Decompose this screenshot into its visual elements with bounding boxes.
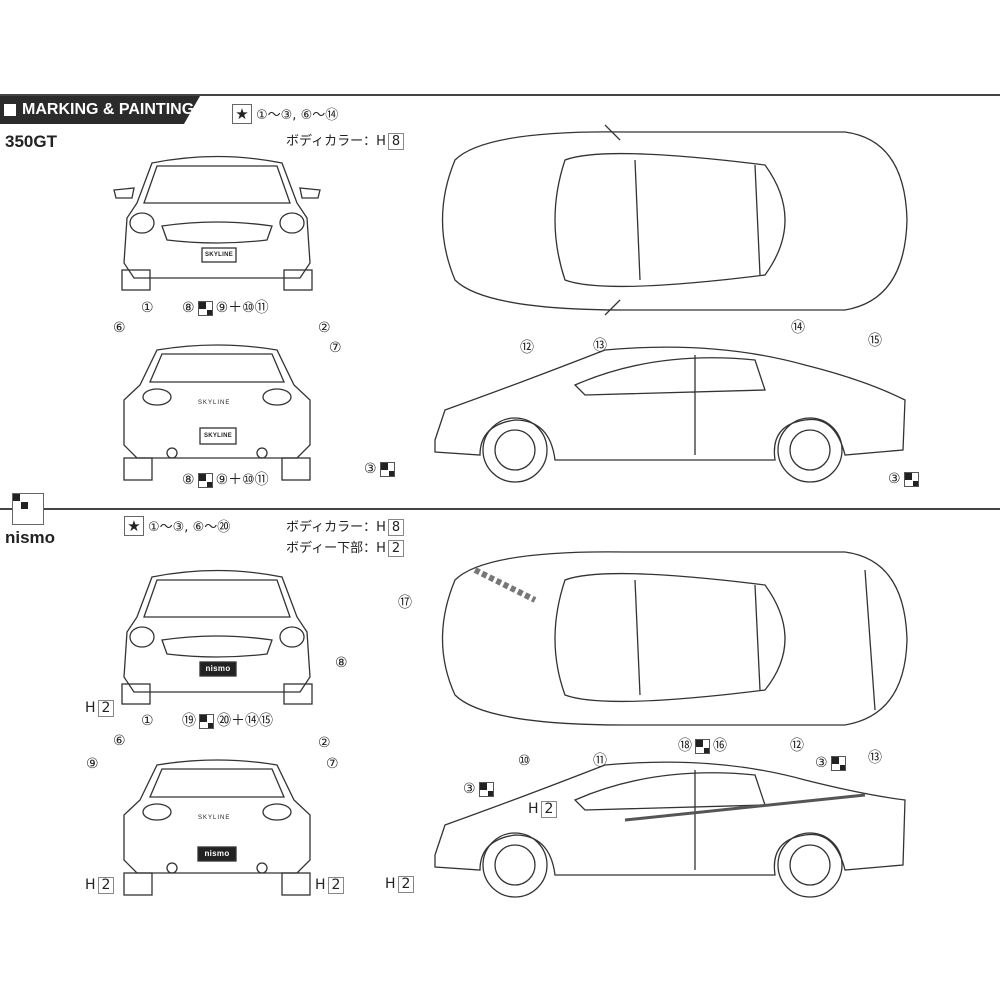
square-icon [4, 104, 16, 116]
callout-side-3a: ③ [463, 781, 497, 797]
callout-3: ③ [463, 781, 476, 797]
section-divider [0, 508, 1000, 510]
rear-trunk-badge: SKYLINE [198, 815, 231, 821]
nismo-decal-icon [478, 781, 494, 797]
callout-18: ⑱ [678, 738, 692, 754]
callout-20-14-15: ⑳＋⑭⑮ [217, 713, 273, 729]
nismo-decal-icon [379, 461, 395, 477]
callout-front-decals: ⑧ ⑨＋⑩⑪ [182, 300, 269, 316]
paint-code: 8 [387, 519, 405, 536]
paint-h: H [528, 801, 539, 817]
paint-h: H [385, 876, 396, 892]
decal-range: ①～③, ⑥～⑳ [148, 520, 231, 535]
callout-7: ⑦ [329, 340, 342, 356]
front-view-drawing [121, 569, 313, 705]
rear-trunk-badge: SKYLINE [198, 400, 231, 406]
callout-side-3a: ③ [364, 461, 398, 477]
callout-1: ① [141, 713, 154, 729]
callout-3: ③ [888, 471, 901, 487]
paint-code: 2 [97, 700, 115, 717]
callout-3: ③ [364, 461, 377, 477]
paint-h: H [85, 877, 96, 893]
callout-9: ⑨ [86, 756, 99, 772]
variant-name-350gt: 350GT [5, 132, 57, 151]
decal-list: ★ ①～③, ⑥～⑳ [124, 516, 230, 536]
decal-list: ★ ①～③, ⑥～⑭ [232, 104, 338, 124]
paint-h: H [315, 877, 326, 893]
side-view-drawing [434, 761, 906, 898]
callout-3: ③ [815, 755, 828, 771]
callout-front-decals: ⑲ ⑳＋⑭⑮ [182, 713, 273, 729]
nismo-decal-icon [830, 755, 846, 771]
paint-label: ボディカラー：H [286, 134, 386, 149]
callout-6: ⑥ [113, 733, 126, 749]
top-view-drawing [441, 551, 908, 726]
banner-title: MARKING & PAINTING [22, 101, 195, 118]
callout-13: ⑬ [868, 750, 882, 766]
star-icon: ★ [124, 516, 144, 536]
section-banner: MARKING & PAINTING [0, 96, 200, 124]
callout-17: ⑰ [398, 595, 412, 611]
nismo-logo-icon [12, 493, 44, 525]
rear-view-drawing [123, 344, 311, 481]
nismo-decal-icon [903, 471, 919, 487]
callout-8: ⑧ [335, 655, 348, 671]
variant-name-nismo: nismo [5, 528, 56, 547]
callout-12: ⑫ [790, 738, 804, 754]
front-license-plate: SKYLINE [204, 252, 234, 258]
callout-2: ② [318, 735, 331, 751]
callout-12: ⑫ [520, 340, 534, 356]
callout-side-3b: ③ [888, 471, 922, 487]
callout-1: ① [141, 300, 154, 316]
front-license-plate: nismo [205, 664, 231, 673]
callout-10: ⑩ [518, 753, 531, 769]
callout-16: ⑯ [713, 738, 727, 754]
rear-view-drawing [123, 759, 311, 896]
nismo-decal-icon [695, 738, 710, 754]
paint-code: 2 [327, 877, 345, 894]
callout-15: ⑮ [868, 333, 882, 349]
star-icon: ★ [232, 104, 252, 124]
decal-range: ①～③, ⑥～⑭ [256, 108, 339, 123]
callout-19: ⑲ [182, 713, 196, 729]
callout-9-10-11: ⑨＋⑩⑪ [215, 300, 269, 316]
paint-label: ボディカラー：H [286, 520, 386, 535]
nismo-decal-icon [199, 713, 214, 729]
callout-14: ⑭ [791, 320, 805, 336]
callout-7: ⑦ [326, 756, 339, 772]
nismo-decal-icon [197, 472, 213, 488]
paint-code: 2 [397, 876, 415, 893]
callout-side-3b: ③ [815, 755, 849, 771]
callout-rear-decals: ⑧ ⑨＋⑩⑪ [182, 472, 269, 488]
rear-license-plate: SKYLINE [203, 433, 233, 439]
paint-code: 2 [540, 801, 558, 818]
paint-h: H [85, 700, 96, 716]
paint-code: 8 [387, 133, 405, 150]
callout-8: ⑧ [182, 472, 195, 488]
callout-6: ⑥ [113, 320, 126, 336]
front-view-drawing [113, 155, 321, 291]
top-divider [0, 94, 1000, 96]
paint-code: 2 [387, 540, 405, 557]
callout-9-10-11: ⑨＋⑩⑪ [215, 472, 269, 488]
nismo-decal-icon [197, 300, 213, 316]
paint-code: 2 [97, 877, 115, 894]
callout-2: ② [318, 320, 331, 336]
side-view-drawing [434, 346, 906, 483]
rear-license-plate: nismo [204, 849, 230, 858]
callout-8: ⑧ [182, 300, 195, 316]
paint-label: ボディー下部：H [286, 541, 386, 556]
top-view-drawing [441, 124, 908, 316]
